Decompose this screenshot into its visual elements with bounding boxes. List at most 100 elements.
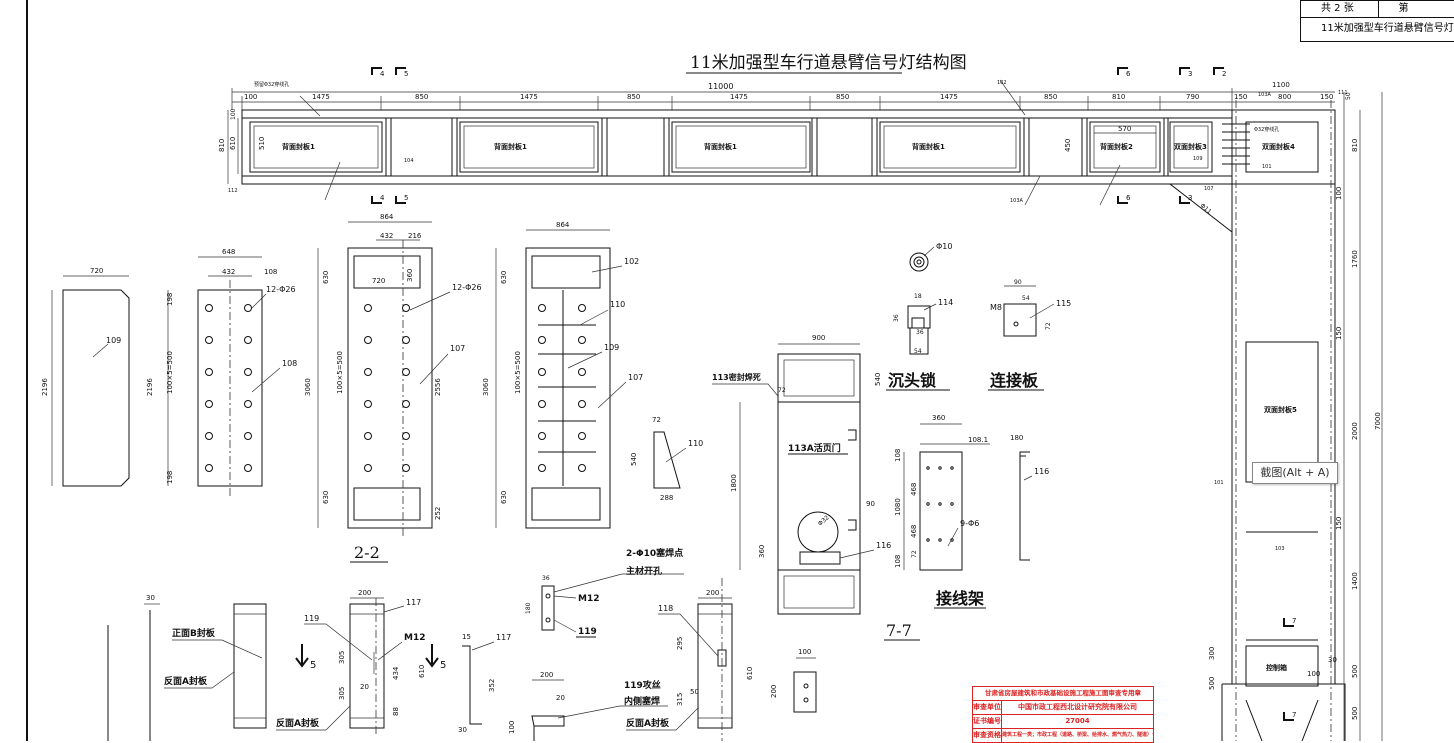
part-110-label: 110 (688, 439, 703, 448)
part-c-leader (472, 642, 494, 650)
part-115-w: 90 (1014, 279, 1022, 286)
part-22a-top-w: 720 (372, 277, 385, 285)
part-108-hole-10 (206, 465, 213, 472)
part-22a-hole-10 (365, 465, 372, 472)
control-box-label: 控制箱 (1266, 663, 1287, 672)
part-114-h: 36 (893, 314, 900, 322)
wiring-rack: 360 108.1 108 468 1080 468 72 108 9-Φ6 1… (894, 414, 1049, 608)
screenshot-tooltip: 截图(Alt + A) (1252, 462, 1338, 484)
section-mark-3: 3 (1188, 70, 1192, 78)
dim-1475-a: 1475 (312, 93, 330, 101)
part-22b-spacing: 100×5=500 (514, 351, 522, 394)
rack-hole-2 (951, 467, 953, 469)
part-b-dim-20: 20 (360, 683, 369, 691)
rack-hole-7 (939, 539, 941, 541)
part-108-hole-2 (206, 337, 213, 344)
right-dim-103A: 103A (1258, 92, 1272, 98)
section-title-rack: 接线架 (936, 589, 984, 608)
part-22a-hole-3 (403, 337, 410, 344)
title-block: 共 2 张 第 11米加强型车行道悬臂信号灯结构图 (1300, 0, 1454, 42)
part-c-dim-30: 30 (458, 726, 467, 734)
part-22a-hole-4 (365, 369, 372, 376)
box-body (778, 402, 860, 614)
stamp-key-cert: 证书编号 (973, 715, 1002, 728)
label-tap: 119攻丝 (624, 679, 661, 691)
part-a-lines (108, 610, 150, 741)
part-22b-leader-110 (580, 310, 608, 325)
pole-dim-100: 100 (1335, 187, 1343, 200)
beam-panel-label-7: 双面封板4 (1262, 142, 1295, 151)
beam-panel-4 (880, 122, 1020, 172)
stamp-value-qual: 建筑工程一类；市政工程（道路、桥梁、给排水、燃气热力、隧道）一类 (1002, 729, 1153, 742)
part-b-dim-434: 434 (392, 666, 400, 680)
part-22a-inner2: 216 (408, 232, 422, 240)
part-109-leader (93, 344, 108, 357)
part-108-hole-7 (245, 401, 252, 408)
part-b-dim-610: 610 (418, 665, 426, 678)
part-22b-label-102: 102 (624, 257, 639, 266)
part-a-dim: 30 (146, 594, 155, 602)
part-22b-label-109: 109 (604, 343, 619, 352)
rack-dim-108-a: 108 (894, 449, 902, 462)
pole-outline (1232, 184, 1335, 684)
label-hinge-door: 113A活页门 (788, 442, 841, 454)
box-leader-116 (840, 550, 874, 558)
title-block-sheet-no: 第 (1378, 1, 1454, 17)
part-22b-hole-5 (579, 369, 586, 376)
review-stamp: 甘肃省房屋建筑和市政基础设施工程施工图审查专用章 审查单位 中国市政工程西北设计… (972, 686, 1154, 743)
part-22b-height: 3060 (482, 378, 490, 396)
part-115-outline (1004, 304, 1036, 336)
part-b-section-arrows (296, 644, 438, 666)
stamp-value-unit: 中国市政工程西北设计研究院有限公司 (1002, 701, 1153, 714)
part-115-h: 72 (1045, 322, 1052, 330)
part-b-sec-right: 5 (440, 660, 446, 671)
drawing-title: 11米加强型车行道悬臂信号灯结构图 (690, 53, 967, 73)
right-dim-150-a: 150 (1234, 93, 1247, 101)
part-22a-outline (348, 248, 432, 528)
title-block-sheet-row: 共 2 张 第 (1301, 1, 1454, 18)
stamp-header: 甘肃省房屋建筑和市政基础设施工程施工图审查专用章 (973, 687, 1153, 701)
left-dim-100: 100 (230, 108, 237, 120)
tap-leader (558, 706, 668, 718)
beam-panel-label-3: 背面封板1 (704, 142, 737, 151)
part-22a-hole-leader (410, 292, 450, 310)
box-bottom-dim: 360 (758, 545, 766, 558)
part-d-dim-180: 180 (525, 602, 532, 614)
part-108-hole-3 (245, 337, 252, 344)
part-f-dim-50: 50 (690, 688, 699, 696)
title-block-sheets: 共 2 张 (1301, 1, 1378, 17)
beam-panel-2 (460, 122, 598, 172)
part-110-w: 72 (652, 416, 661, 424)
pole-label-101: 101 (1214, 480, 1224, 486)
part-22a-hole-5 (403, 369, 410, 376)
part-b-w: 200 (358, 589, 371, 597)
part-108-width: 648 (222, 248, 235, 256)
part-b-label-117: 117 (406, 598, 421, 607)
beam-panel-label-5: 背面封板2 (1100, 142, 1133, 151)
part-22a-hole-0 (365, 305, 372, 312)
rack-outline (920, 452, 962, 570)
rack-dim-72: 72 (911, 550, 918, 558)
part-f-lines (698, 614, 732, 718)
right-note: Φ32穿线孔 (1254, 126, 1279, 133)
washer-inner (917, 260, 921, 264)
part-109-width: 720 (90, 267, 103, 275)
part-108-mid: 432 (222, 268, 235, 276)
pole-dim-150-a: 150 (1335, 327, 1343, 340)
rack-hole-3 (927, 503, 929, 505)
section-title-lock: 沉头锁 (888, 371, 936, 390)
pole-dim-30: 30 (1328, 656, 1337, 664)
part-22a-edge: 630 (322, 271, 330, 284)
weld-points-leader (554, 574, 684, 592)
weld-dead-leader (712, 384, 778, 396)
part-110: 72 540 288 110 (630, 416, 703, 502)
part-108-hole-leader (252, 294, 266, 308)
rack-label-116: 116 (1034, 467, 1049, 476)
section-mark-5: 5 (404, 70, 408, 78)
part-22a-top-h: 360 (406, 269, 414, 282)
beam-panel-2-inner (464, 126, 594, 168)
label-109: 109 (1193, 156, 1203, 162)
part-front-b-lines (234, 614, 266, 718)
rack-hole-0 (927, 467, 929, 469)
part-d-dim-36: 36 (542, 575, 550, 582)
